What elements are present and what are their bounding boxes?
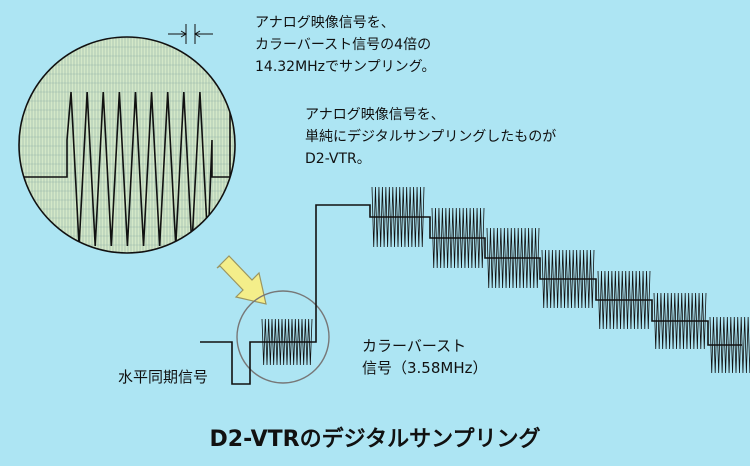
magnified-circle bbox=[18, 36, 236, 254]
label-color-burst: カラーバースト 信号（3.58MHz） bbox=[362, 335, 488, 379]
chroma-bursts bbox=[261, 186, 750, 374]
note-line: カラーバースト信号の4倍の bbox=[255, 37, 432, 53]
magnified-circle-border bbox=[18, 36, 236, 254]
burst-cycle bbox=[431, 207, 485, 269]
note-line: アナログ映像信号を、 bbox=[255, 15, 395, 31]
note-line: D2-VTR。 bbox=[305, 151, 371, 167]
label-line: 信号（3.58MHz） bbox=[362, 359, 488, 377]
burst-cycle bbox=[261, 318, 313, 366]
note-d2-vtr: アナログ映像信号を、 単純にデジタルサンプリングしたものが D2-VTR。 bbox=[305, 104, 556, 170]
note-sampling-frequency: アナログ映像信号を、 カラーバースト信号の4倍の 14.32MHzでサンプリング… bbox=[255, 12, 436, 78]
label-horizontal-sync: 水平同期信号 bbox=[118, 368, 209, 386]
burst-cycle bbox=[653, 292, 707, 350]
note-line: 単純にデジタルサンプリングしたものが bbox=[305, 129, 557, 145]
note-line: 14.32MHzでサンプリング。 bbox=[255, 59, 436, 75]
label-line: カラーバースト bbox=[362, 337, 467, 355]
magnified-circle-background bbox=[19, 37, 235, 253]
note-line: アナログ映像信号を、 bbox=[305, 107, 445, 123]
burst-cycle bbox=[486, 227, 540, 289]
burst-cycle bbox=[597, 270, 651, 330]
burst-cycle bbox=[709, 316, 750, 374]
marker-arrow-left bbox=[168, 30, 187, 38]
zoom-arrow bbox=[216, 255, 267, 305]
burst-cycle bbox=[371, 186, 425, 248]
diagram-title: D2-VTRのデジタルサンプリング bbox=[209, 427, 541, 452]
marker-arrow-right bbox=[194, 30, 213, 38]
burst-highlight-circle bbox=[236, 290, 330, 384]
sample-interval-marker bbox=[168, 24, 213, 44]
burst-cycle bbox=[541, 249, 595, 309]
magnified-waveform bbox=[19, 59, 235, 247]
